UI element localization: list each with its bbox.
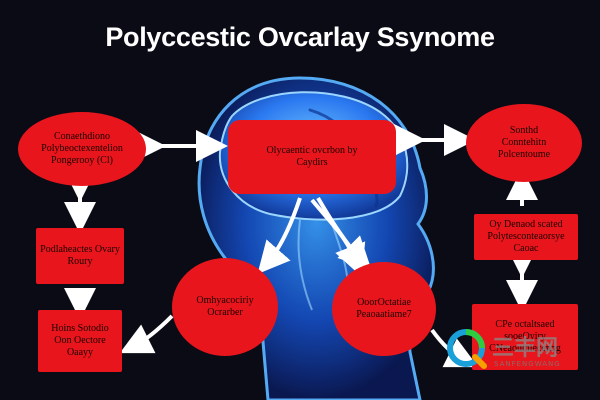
node-center: Olycaentic ovcrbon by Caydirs bbox=[228, 120, 396, 194]
node-bottom-center-left: Omhyacociriy Ocrarber bbox=[172, 258, 278, 356]
node-bottom-center-right: OoorOctatiae Peaoaatiame7 bbox=[332, 262, 436, 356]
node-top-left: Conaethdiono Polybeoctexentelion Pongero… bbox=[18, 112, 146, 186]
node-top-right: Sonthd Conntehitn Polcentoume bbox=[466, 104, 582, 182]
watermark: 三丰网 SANFENGWANG bbox=[444, 326, 594, 376]
arrows bbox=[64, 124, 538, 368]
node-mid-right: Oy Denaod scated Polytesconteaorsye Caoa… bbox=[474, 214, 578, 260]
arrow-center-bcleft bbox=[257, 197, 302, 275]
node-bottom-right: CPe octaltsaed sooeOyiry CNeaoumlecenng bbox=[472, 304, 578, 370]
node-mid-left: Podlaheactes Ovary Roury bbox=[36, 228, 124, 284]
watermark-subtext: SANFENGWANG bbox=[494, 360, 561, 368]
node-bottom-left: Hoins Sotodio Oon Oectore Oaayy bbox=[38, 310, 122, 372]
watermark-text: 三丰网 bbox=[492, 336, 559, 361]
arrow-center-bcright-2 bbox=[310, 198, 366, 277]
diagram-title: Polyccestic Ovcarlay Ssynome bbox=[105, 22, 495, 52]
arrow-bcleft-bottomleft bbox=[119, 314, 174, 354]
watermark-logo-icon bbox=[447, 329, 487, 369]
